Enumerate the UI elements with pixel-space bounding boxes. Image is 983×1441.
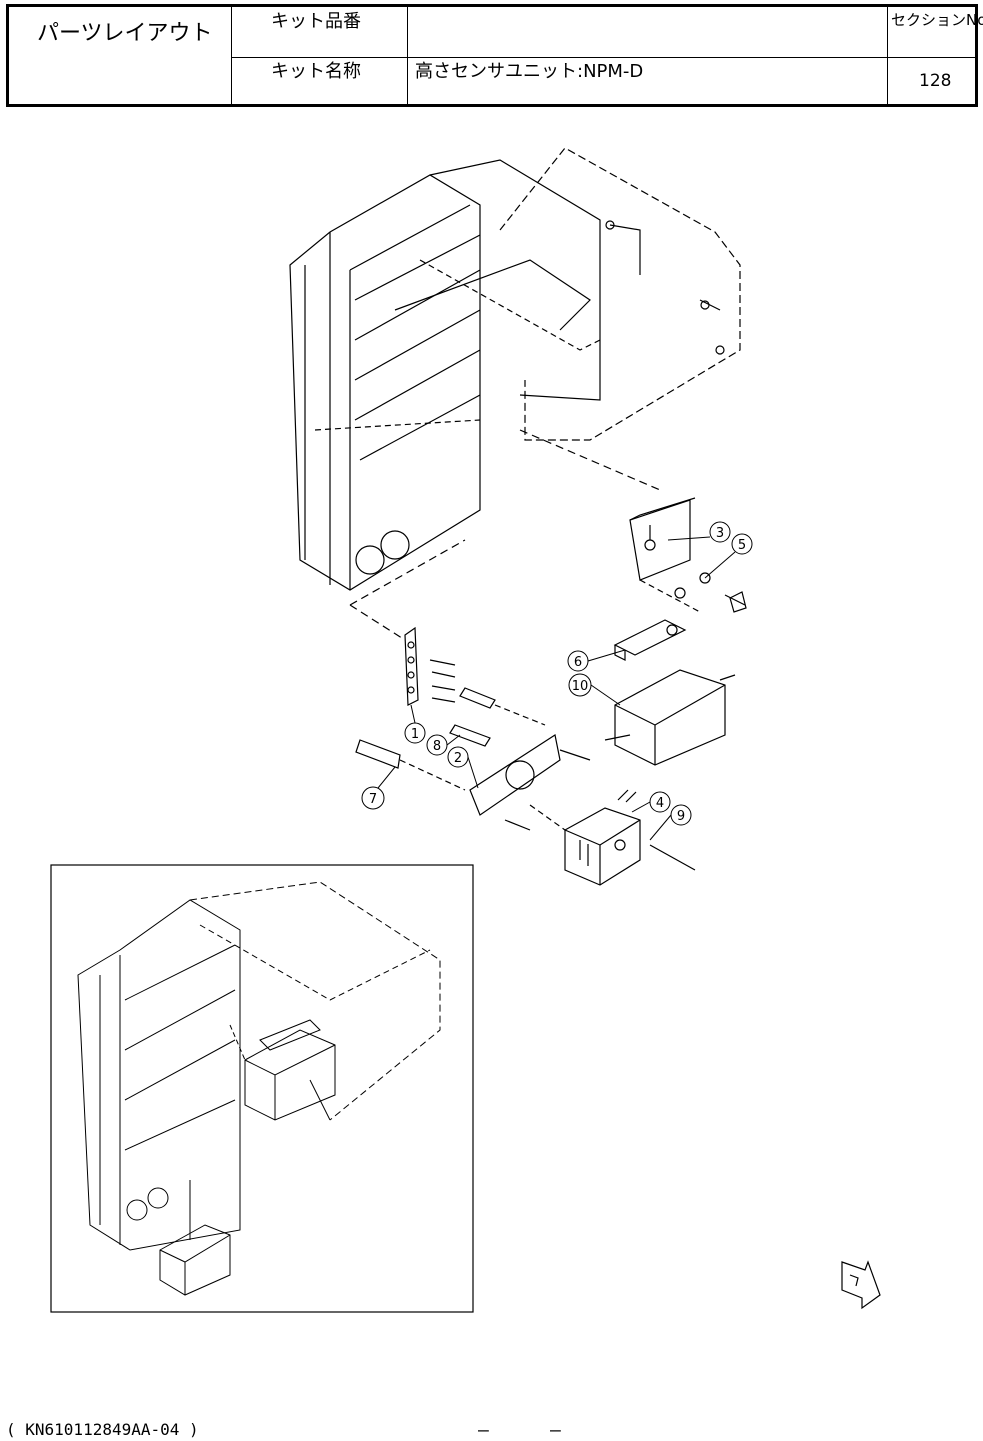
callout-text-7: 7 — [369, 792, 377, 807]
callout-text-5: 5 — [738, 538, 746, 553]
callout-9: 9 — [671, 805, 691, 825]
section-label: セクションNo. — [891, 13, 983, 28]
header-divider — [887, 7, 888, 104]
callout-text-2: 2 — [454, 751, 462, 766]
part-pin-7 — [356, 740, 465, 790]
callout-text-4: 4 — [656, 796, 664, 811]
header-table: パーツレイアウト キット品番 キット名称 高さセンサユニット:NPM-D セクシ… — [6, 4, 978, 107]
document-code: ( KN610112849AA-04 ) — [6, 1420, 199, 1439]
section-value: 128 — [919, 73, 951, 90]
callout-1: 1 — [405, 723, 425, 743]
callout-10: 10 — [569, 674, 591, 696]
part-slide-6 — [615, 620, 685, 660]
frame-assembly — [290, 148, 740, 640]
parts-exploded-diagram: 3 5 6 10 1 8 2 7 4 9 — [0, 120, 983, 1320]
callout-4: 4 — [650, 792, 670, 812]
callout-6: 6 — [568, 651, 588, 671]
callout-5: 5 — [732, 534, 752, 554]
assembled-view-inset — [51, 865, 473, 1312]
callout-text-6: 6 — [574, 655, 582, 670]
part-sensor-10 — [605, 670, 735, 765]
part-block-1 — [405, 628, 545, 746]
callout-3: 3 — [710, 522, 730, 542]
callout-text-8: 8 — [433, 739, 441, 754]
part-plate-2 — [470, 735, 590, 830]
callout-7: 7 — [362, 787, 384, 809]
kit-no-label: キット品番 — [271, 13, 361, 31]
page-number-left: – — [478, 1420, 489, 1441]
header-divider — [407, 7, 408, 104]
layout-title: パーツレイアウト — [37, 23, 213, 45]
header-divider — [231, 7, 232, 104]
callout-text-9: 9 — [677, 809, 685, 824]
view-direction-arrow-icon — [842, 1262, 880, 1308]
page-number-right: – — [550, 1420, 561, 1441]
kit-name-label: キット名称 — [271, 63, 361, 81]
callout-8: 8 — [427, 735, 447, 755]
callout-text-3: 3 — [716, 526, 724, 541]
part-bracket-3 — [630, 498, 746, 612]
callouts: 3 5 6 10 1 8 2 7 4 9 — [362, 522, 752, 825]
callout-text-10: 10 — [572, 679, 589, 694]
callout-2: 2 — [448, 747, 468, 767]
callout-text-1: 1 — [411, 727, 419, 742]
header-divider — [231, 57, 975, 58]
kit-name-value: 高さセンサユニット:NPM-D — [415, 63, 643, 81]
